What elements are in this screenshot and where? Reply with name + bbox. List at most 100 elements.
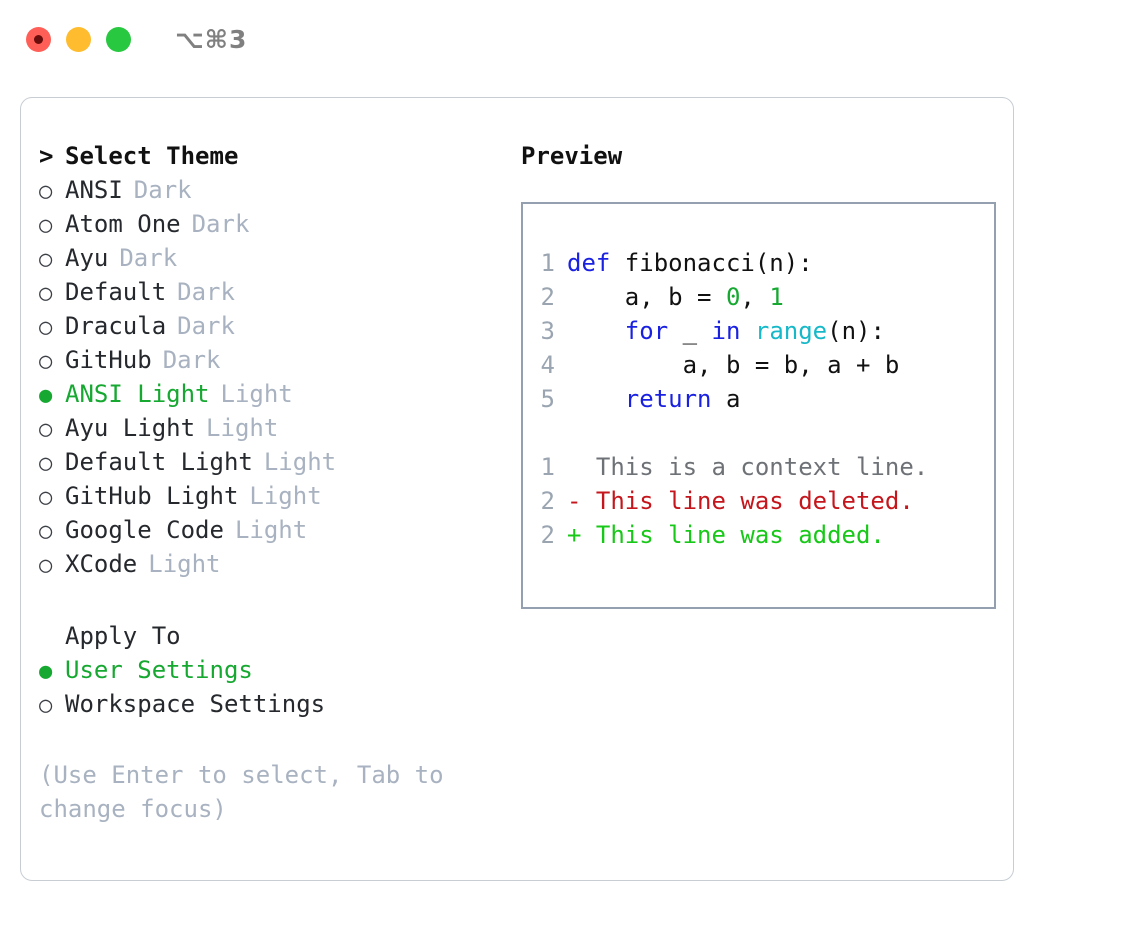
window-controls	[26, 26, 131, 52]
radio-unselected-icon[interactable]: ○	[39, 349, 53, 374]
code-token: in	[711, 317, 741, 345]
theme-variant-tag: Light	[220, 380, 293, 408]
code-line-content: a, b = b, a + b	[567, 348, 900, 382]
radio-unselected-icon[interactable]: ○	[39, 417, 53, 442]
apply-to-option[interactable]: ● User Settings	[39, 656, 501, 690]
radio-unselected-icon[interactable]: ○	[39, 213, 53, 238]
radio-unselected-icon[interactable]: ○	[39, 247, 53, 272]
apply-to-option-label: User Settings	[65, 656, 253, 684]
minimize-button-icon[interactable]	[66, 26, 91, 52]
theme-name-label: Atom One	[65, 210, 181, 238]
code-line: 5 return a	[523, 382, 994, 416]
radio-unselected-icon[interactable]: ○	[39, 693, 53, 718]
theme-list-item[interactable]: ○ Default Light Light	[39, 448, 501, 482]
code-token: def	[567, 249, 611, 277]
radio-unselected-icon[interactable]: ○	[39, 281, 53, 306]
theme-name-label: ANSI Light	[65, 380, 210, 408]
close-button-icon[interactable]	[26, 26, 51, 52]
radio-unselected-icon[interactable]: ○	[39, 519, 53, 544]
line-number: 1	[540, 249, 555, 277]
line-number: 2	[540, 283, 555, 311]
radio-selected-icon[interactable]: ●	[39, 659, 53, 684]
code-blank-line	[523, 416, 994, 450]
code-token	[567, 317, 625, 345]
code-token: (n):	[827, 317, 885, 345]
theme-variant-tag: Dark	[133, 176, 192, 204]
apply-to-heading: > Apply To	[39, 622, 501, 656]
apply-to-option-label: Workspace Settings	[65, 690, 326, 718]
title-bar: ⌥⌘3	[0, 0, 1140, 78]
theme-variant-tag: Dark	[177, 278, 235, 306]
radio-selected-icon[interactable]: ●	[39, 383, 53, 408]
line-number: 3	[540, 317, 555, 345]
diff-line: 1 This is a context line.	[523, 450, 994, 484]
code-line-content: a, b = 0, 1	[567, 280, 784, 314]
code-line-content: for _ in range(n):	[567, 314, 885, 348]
code-token: 0	[725, 283, 741, 311]
section-spacer	[39, 584, 501, 622]
diff-line: 2 + This line was added.	[523, 518, 994, 552]
radio-unselected-icon[interactable]: ○	[39, 553, 53, 578]
theme-list-item[interactable]: ○ ANSI Dark	[39, 176, 501, 210]
close-active-dot-icon	[34, 34, 43, 44]
theme-variant-tag: Dark	[162, 346, 221, 374]
theme-name-label: Default Light	[65, 448, 253, 476]
keyboard-hint-text: (Use Enter to select, Tab to change focu…	[39, 761, 444, 823]
theme-variant-tag: Dark	[177, 312, 235, 340]
radio-unselected-icon[interactable]: ○	[39, 451, 53, 476]
diff-line-content: + This line was added.	[567, 521, 885, 549]
theme-list-item[interactable]: ○ GitHub Dark	[39, 346, 501, 380]
theme-list-item[interactable]: ○ XCode Light	[39, 550, 501, 584]
code-line: 4 a, b = b, a + b	[523, 348, 994, 382]
theme-name-label: ANSI	[65, 176, 123, 204]
apply-to-label: Apply To	[65, 622, 181, 650]
code-token: 1	[769, 283, 784, 311]
theme-name-label: XCode	[65, 550, 138, 578]
code-line: 2 a, b = 0, 1	[523, 280, 994, 314]
theme-variant-tag: Dark	[119, 244, 178, 272]
code-token: _	[668, 317, 712, 345]
maximize-button-icon[interactable]	[106, 26, 131, 52]
preview-heading: Preview	[521, 142, 623, 170]
theme-list-item[interactable]: ● ANSI Light Light	[39, 380, 501, 414]
theme-variant-tag: Light	[263, 448, 337, 476]
code-line: 3 for _ in range(n):	[523, 314, 994, 348]
code-line-content: def fibonacci(n):	[567, 246, 813, 280]
theme-name-label: GitHub Light	[65, 482, 239, 510]
theme-name-label: GitHub	[65, 346, 152, 374]
radio-unselected-icon[interactable]: ○	[39, 485, 53, 510]
theme-list-item[interactable]: ○ GitHub Light Light	[39, 482, 501, 516]
line-number: 2	[540, 521, 555, 549]
theme-list-item[interactable]: ○ Atom One Dark	[39, 210, 501, 244]
code-token	[567, 385, 625, 413]
code-token: for	[624, 317, 669, 345]
theme-variant-tag: Light	[249, 482, 322, 510]
theme-variant-tag: Light	[148, 550, 221, 578]
theme-variant-tag: Light	[206, 414, 279, 442]
caret-icon: >	[39, 142, 54, 170]
theme-variant-tag: Dark	[191, 210, 250, 238]
diff-line-content: This is a context line.	[567, 453, 929, 481]
radio-unselected-icon[interactable]: ○	[39, 179, 53, 204]
code-line: 1 def fibonacci(n):	[523, 246, 994, 280]
radio-unselected-icon[interactable]: ○	[39, 315, 53, 340]
code-token: ,	[740, 283, 770, 311]
theme-variant-tag: Light	[234, 516, 308, 544]
apply-to-option[interactable]: ○ Workspace Settings	[39, 690, 501, 724]
line-number: 5	[540, 385, 555, 413]
page-title: Select Theme	[65, 142, 239, 170]
code-token	[740, 317, 754, 345]
